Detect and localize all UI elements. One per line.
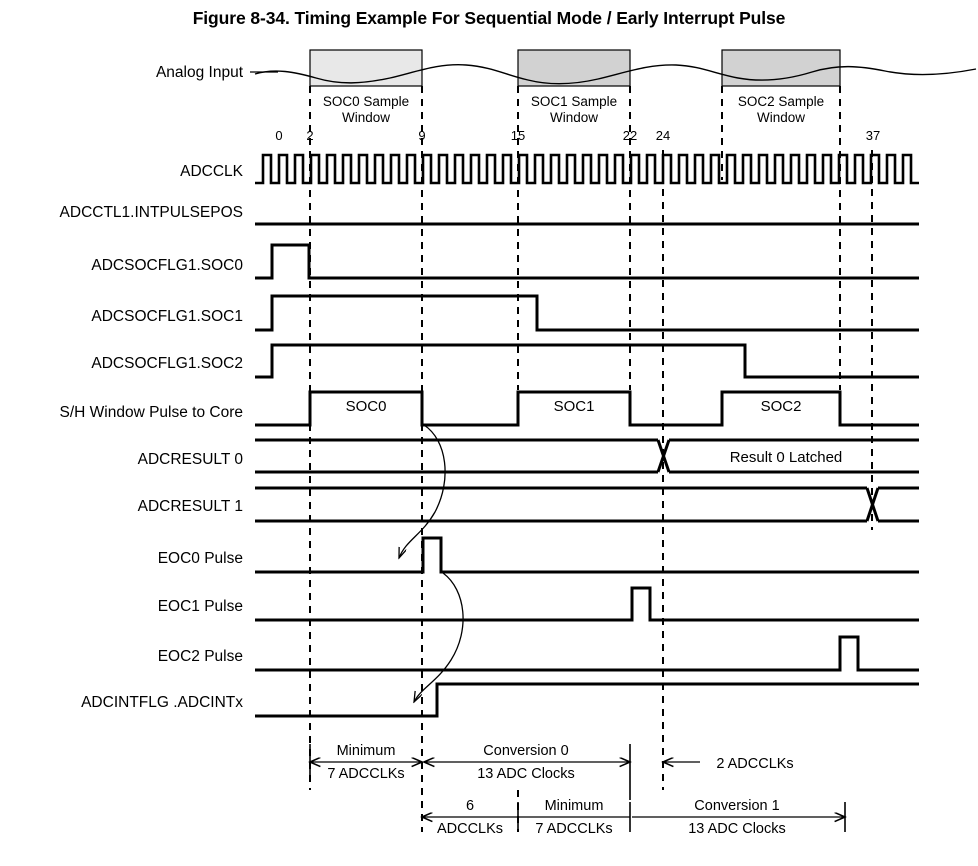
signal-label-eoc2-pulse: EOC2 Pulse bbox=[158, 648, 243, 665]
waveform-socflg-soc1 bbox=[255, 294, 919, 332]
annotation-row1-1-top: Conversion 0 bbox=[483, 743, 568, 759]
signal-label-adcresult0: ADCRESULT 0 bbox=[138, 451, 244, 468]
analog-input-label: Analog Input bbox=[156, 64, 244, 81]
annotation-row2-0-top: 6 bbox=[466, 798, 474, 814]
tick-label-0: 0 bbox=[275, 128, 282, 143]
result0-latched-note: Result 0 Latched bbox=[730, 449, 843, 466]
annotation-row2-0-bottom: ADCCLKs bbox=[437, 821, 503, 837]
signal-label-socflg-soc1: ADCSOCFLG1.SOC1 bbox=[91, 308, 243, 325]
annotation-row2-2-top: Conversion 1 bbox=[694, 798, 779, 814]
annotation-row2-2-bottom: 13 ADC Clocks bbox=[688, 821, 786, 837]
tick-label-15: 15 bbox=[511, 128, 525, 143]
sh-pulse-label-soc0: SOC0 bbox=[346, 398, 387, 415]
waveform-sh-window-pulse bbox=[255, 390, 919, 427]
sample-window-label-soc1-line2: Window bbox=[550, 110, 598, 125]
analog-input-waveform bbox=[254, 64, 977, 85]
signal-label-intpulsepos: ADCCTL1.INTPULSEPOS bbox=[60, 204, 243, 221]
causality-arrow-sh-to-eoc0 bbox=[399, 424, 446, 558]
sample-window-label-soc0-line1: SOC0 Sample bbox=[323, 94, 409, 109]
signal-label-socflg-soc2: ADCSOCFLG1.SOC2 bbox=[91, 355, 243, 372]
waveform-socflg-soc2 bbox=[255, 343, 919, 379]
sample-window-label-soc2-line2: Window bbox=[757, 110, 805, 125]
tick-label-37: 37 bbox=[866, 128, 880, 143]
annotation-row1-0-bottom: 7 ADCCLKs bbox=[327, 766, 404, 782]
sh-pulse-label-soc1: SOC1 bbox=[554, 398, 595, 415]
sample-window-box-soc1 bbox=[517, 49, 631, 87]
adcresult1-bus-cross-b bbox=[865, 487, 880, 522]
sample-window-label-soc1-line1: SOC1 Sample bbox=[531, 94, 617, 109]
sample-window-box-soc0 bbox=[309, 49, 423, 87]
tick-label-9: 9 bbox=[418, 128, 425, 143]
signal-label-eoc0-pulse: EOC0 Pulse bbox=[158, 550, 243, 567]
waveform-adcintflg bbox=[255, 682, 919, 718]
signal-label-eoc1-pulse: EOC1 Pulse bbox=[158, 598, 243, 615]
signal-label-adcclk: ADCCLK bbox=[180, 163, 244, 180]
annotation-row1-1-bottom: 13 ADC Clocks bbox=[477, 766, 575, 782]
signal-label-socflg-soc0: ADCSOCFLG1.SOC0 bbox=[91, 257, 243, 274]
sh-pulse-label-soc2: SOC2 bbox=[761, 398, 802, 415]
sample-window-box-soc2 bbox=[721, 49, 841, 87]
waveform-socflg-soc0 bbox=[255, 243, 919, 280]
waveform-eoc1-pulse bbox=[255, 586, 919, 622]
adcresult0-bus-cross-b bbox=[656, 439, 671, 473]
signal-label-adcresult1: ADCRESULT 1 bbox=[138, 498, 243, 515]
waveform-eoc0-pulse bbox=[255, 536, 919, 574]
annotation-row1-2-top: 2 ADCCLKs bbox=[716, 756, 793, 772]
sample-window-label-soc0-line2: Window bbox=[342, 110, 390, 125]
causality-arrow-eoc0-to-adcintflg bbox=[414, 572, 464, 702]
waveform-eoc2-pulse bbox=[255, 635, 919, 672]
annotation-row1-0-top: Minimum bbox=[337, 743, 396, 759]
tick-label-22: 22 bbox=[623, 128, 637, 143]
waveform-adcclk bbox=[255, 153, 919, 185]
sample-window-label-soc2-line1: SOC2 Sample bbox=[738, 94, 824, 109]
annotation-row2-1-top: Minimum bbox=[545, 798, 604, 814]
figure-title: Figure 8-34. Timing Example For Sequenti… bbox=[192, 8, 786, 28]
tick-label-24: 24 bbox=[656, 128, 670, 143]
signal-label-adcintflg: ADCINTFLG .ADCINTx bbox=[81, 694, 243, 711]
annotation-row2-1-bottom: 7 ADCCLKs bbox=[535, 821, 612, 837]
signal-label-sh-window-pulse: S/H Window Pulse to Core bbox=[60, 404, 244, 421]
tick-label-2: 2 bbox=[306, 128, 313, 143]
